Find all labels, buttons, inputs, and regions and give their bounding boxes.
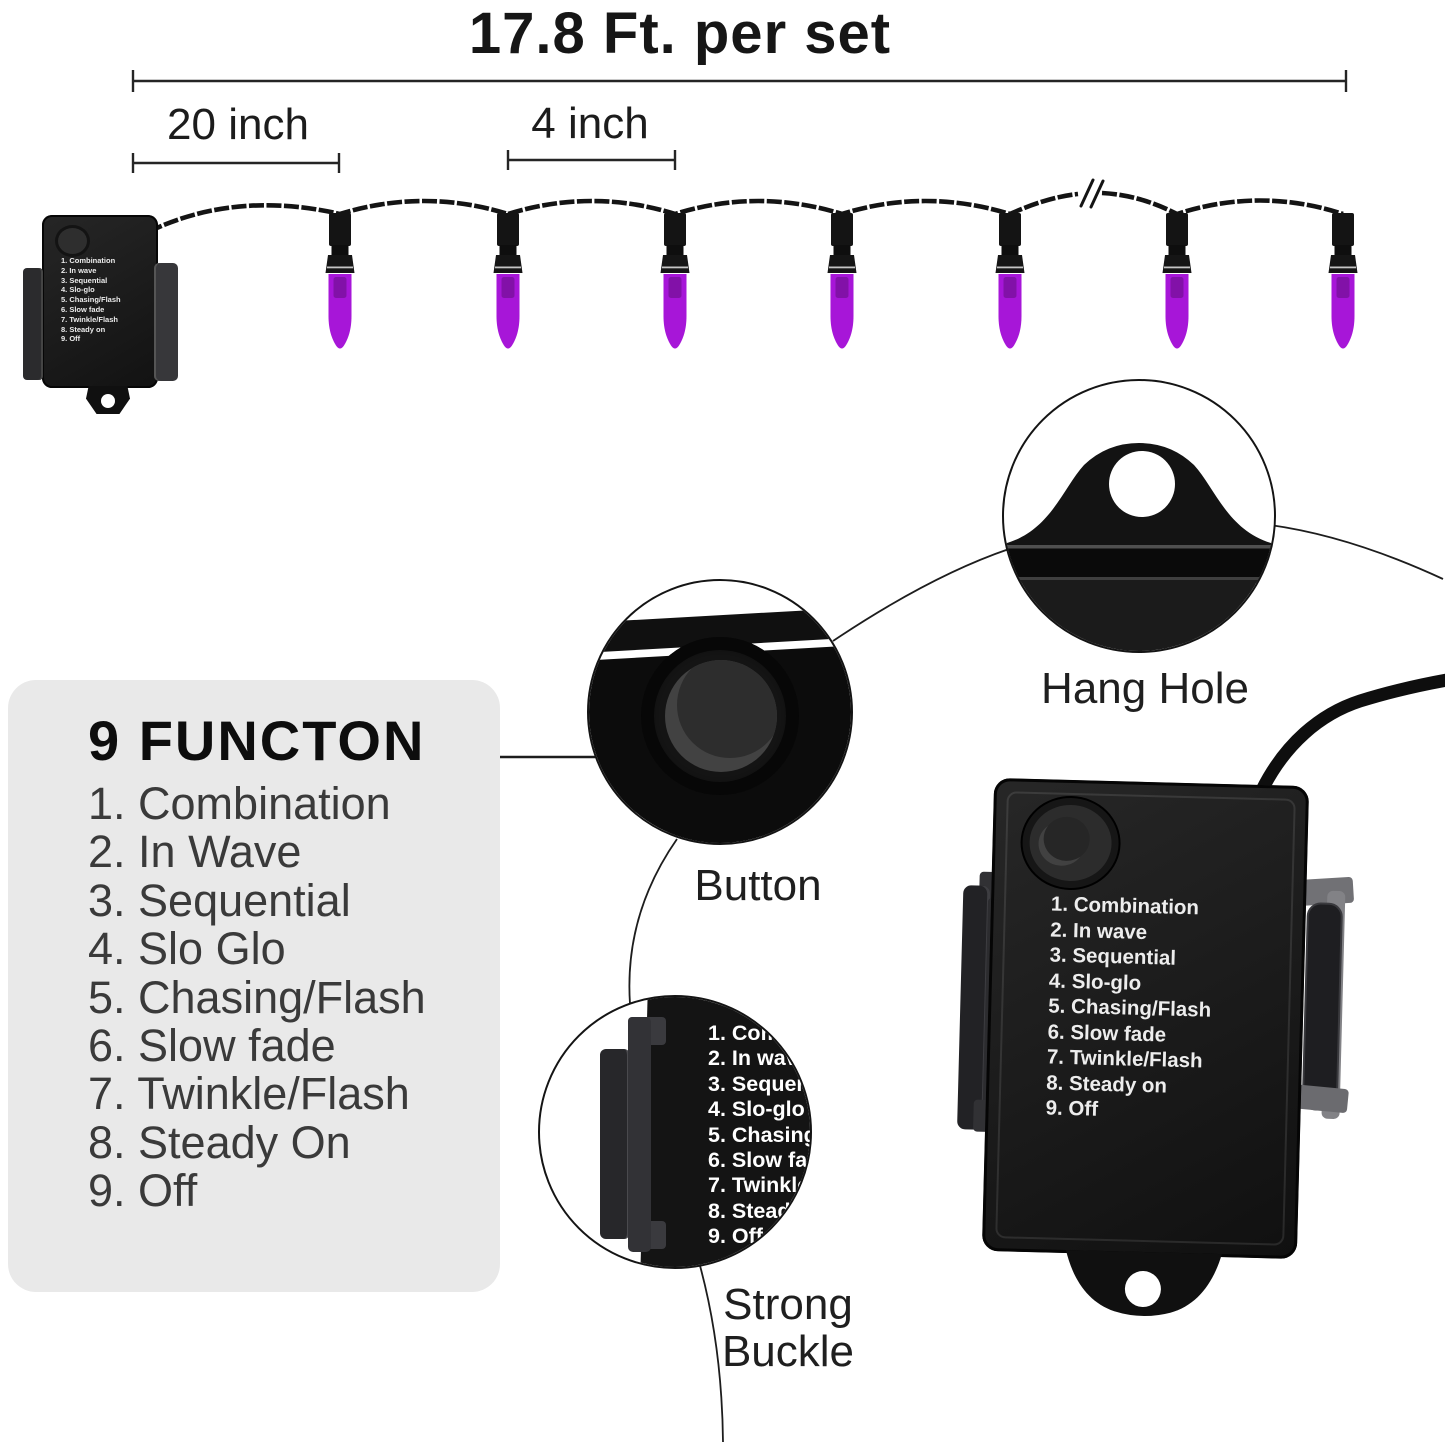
hang-hole-zoom-circle (1002, 379, 1276, 653)
list-item: 4. Slo Glo (88, 923, 286, 975)
mode-button-icon (665, 660, 777, 772)
string-light-bulb (660, 213, 690, 349)
hang-hole-large (1124, 1271, 1161, 1308)
list-item: 2. In wave (61, 265, 97, 275)
list-item: 9. Off (1045, 1096, 1099, 1121)
list-item: 9. Off (61, 334, 81, 344)
controller-button-small (55, 225, 90, 257)
buckle-clip-right-small (154, 263, 178, 381)
spacing-dimension-label: 4 inch (531, 99, 649, 148)
buckle-bar-outer (600, 1049, 630, 1239)
hang-tab-large (1065, 1249, 1222, 1317)
list-item: 1. Combination (61, 256, 116, 265)
list-item: 6. Slow fade (708, 1148, 810, 1173)
wire-break-icon (1079, 178, 1105, 209)
hang-hole-illustration (1004, 443, 1274, 651)
string-light-bulb (995, 213, 1025, 349)
buckle-clip-right-cylinder (1301, 902, 1344, 1112)
string-light-bulb (325, 213, 355, 349)
list-item: 5. Chasing/Flash (61, 295, 121, 305)
bulb-spacing-dimension-line (506, 150, 677, 170)
list-item: 3. Sequential (61, 275, 108, 285)
list-item: 7. Twinkle/Flash (1046, 1045, 1203, 1073)
list-item: 8. Steady on (708, 1198, 810, 1223)
strong-buckle-line2: Buckle (721, 1327, 855, 1376)
list-item: 9. Off (708, 1224, 763, 1249)
light-bulbs (325, 213, 1358, 349)
list-item: 4. Slo-glo (708, 1097, 805, 1122)
total-length-label: 17.8 Ft. per set (468, 1, 892, 66)
button-callout-label: Button (694, 861, 822, 910)
total-length-dimension-line (131, 70, 1348, 92)
list-item: 7. Twinkle/Flash (61, 314, 118, 324)
string-light-bulb (493, 213, 523, 349)
list-item: 1. Combination (1050, 892, 1200, 920)
list-item: 7. Twinkle/Flash (88, 1068, 410, 1120)
strong-buckle-line1: Strong (723, 1280, 853, 1329)
buckle-bar-inner (628, 1017, 651, 1252)
list-item: 4. Slo-glo (61, 285, 95, 295)
button-zoom-circle (587, 579, 853, 845)
functions-panel-title: 9 FUNCTON (88, 709, 426, 772)
string-light-bulb (1328, 213, 1358, 349)
list-item: 9. Off (88, 1165, 198, 1217)
list-item: 3. Sequential (1049, 943, 1177, 970)
list-item: 6. Slow fade (61, 304, 105, 314)
lead-wire-dimension-line (131, 153, 341, 173)
string-wire (147, 190, 1344, 235)
list-item: 3. Sequential (88, 874, 351, 926)
strong-buckle-callout-label: Strong Buckle (688, 1281, 888, 1375)
hang-hole-callout-label: Hang Hole (1041, 664, 1249, 713)
list-item: 5. Chasing/Flash (88, 971, 426, 1023)
list-item: 5. Chasing/Flash (708, 1122, 810, 1147)
lead-dimension-label: 20 inch (167, 100, 309, 149)
list-item: 1. Combination (88, 778, 391, 829)
list-item: 2. In wave (708, 1046, 810, 1071)
list-item: 2. In Wave (88, 826, 302, 878)
list-item: 6. Slow fade (88, 1020, 336, 1072)
hang-hole-opening (1109, 451, 1175, 517)
list-item: 8. Steady On (88, 1116, 351, 1168)
string-light-bulb (827, 213, 857, 349)
list-item: 7. Twinkle/Flash (708, 1173, 810, 1198)
list-item: 8. Steady on (61, 324, 106, 334)
buckle-clip-left-small (23, 268, 43, 380)
hang-hole-small (101, 394, 115, 408)
list-item: 5. Chasing/Flash (1047, 994, 1212, 1022)
list-item: 1. Combination (708, 1021, 812, 1045)
list-item: 3. Sequential (708, 1071, 810, 1096)
string-light-bulb (1162, 213, 1192, 349)
